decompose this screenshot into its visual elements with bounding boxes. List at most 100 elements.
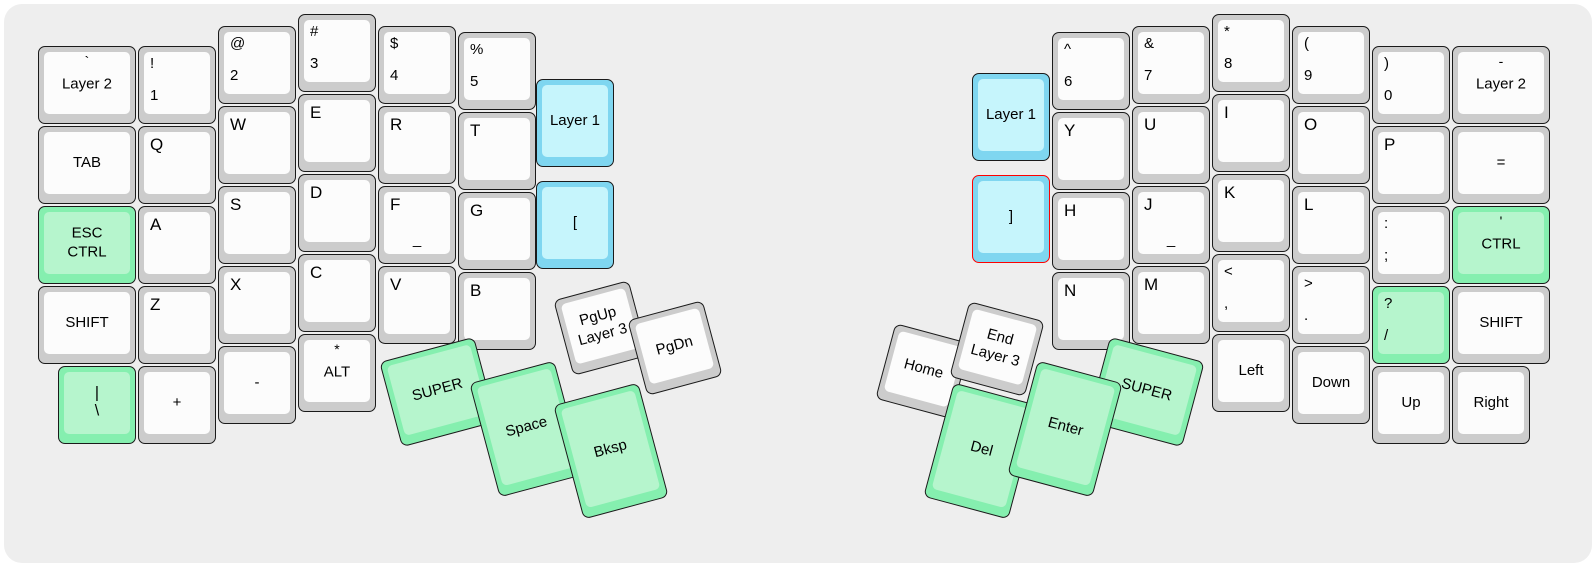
key-l-d[interactable]: D [298, 174, 376, 252]
key-r-6[interactable]: ^6 [1052, 32, 1130, 110]
key-l-plus[interactable]: + [138, 366, 216, 444]
key-legend: Q [150, 135, 164, 154]
key-legend: _ [1166, 231, 1176, 249]
key-l-2[interactable]: @2 [218, 26, 296, 104]
key-legend: Layer 1 [549, 112, 601, 130]
key-legend: 7 [1144, 67, 1153, 84]
key-r-rbracket[interactable]: ] [972, 175, 1050, 263]
key-cap: Q [144, 132, 210, 194]
key-l-x[interactable]: X [218, 266, 296, 344]
key-r-y[interactable]: Y [1052, 112, 1130, 190]
key-l-w[interactable]: W [218, 106, 296, 184]
key-legend: > [1304, 275, 1313, 292]
key-l-lbracket[interactable]: [ [536, 181, 614, 269]
key-legend: ( [1304, 35, 1309, 52]
key-cap: `Layer 2 [44, 52, 130, 114]
key-legend: $ [390, 35, 399, 52]
key-r-left[interactable]: Left [1212, 334, 1290, 412]
key-l-b[interactable]: B [458, 272, 536, 350]
key-legend: - [254, 374, 260, 392]
key-l-c[interactable]: C [298, 254, 376, 332]
key-r-lt-comma[interactable]: <, [1212, 254, 1290, 332]
key-l-pipe-backslash[interactable]: | \ [58, 366, 136, 444]
key-r-shift[interactable]: SHIFT [1452, 286, 1550, 364]
key-l-t[interactable]: T [458, 112, 536, 190]
key-legend: Layer 1 [985, 106, 1037, 124]
key-legend: < [1224, 263, 1233, 280]
key-r-n[interactable]: N [1052, 272, 1130, 350]
key-legend: Del [968, 437, 995, 460]
key-legend: F [390, 195, 401, 214]
key-r-8[interactable]: *8 [1212, 14, 1290, 92]
key-cap: ?/ [1378, 292, 1444, 354]
key-l-f[interactable]: F_ [378, 186, 456, 264]
key-cap: &7 [1138, 32, 1204, 94]
key-legend: Down [1311, 374, 1351, 392]
key-r-u[interactable]: U [1132, 106, 1210, 184]
key-r-gt-period[interactable]: >. [1292, 266, 1370, 344]
key-legend: Z [150, 295, 161, 314]
key-l-s[interactable]: S [218, 186, 296, 264]
key-cap: ^6 [1058, 38, 1124, 100]
key-legend: 0 [1384, 87, 1393, 104]
key-legend: PgUp Layer 3 [576, 303, 630, 349]
key-legend: J [1144, 195, 1153, 214]
key-r-0[interactable]: )0 [1372, 46, 1450, 124]
key-l-layer1[interactable]: Layer 1 [536, 79, 614, 167]
key-r-right[interactable]: Right [1452, 366, 1530, 444]
key-r-o[interactable]: O [1292, 106, 1370, 184]
key-r-i[interactable]: I [1212, 94, 1290, 172]
key-l-4[interactable]: $4 [378, 26, 456, 104]
key-l-5[interactable]: %5 [458, 32, 536, 110]
key-r-7[interactable]: &7 [1132, 26, 1210, 104]
key-l-star-alt[interactable]: *ALT [298, 334, 376, 412]
key-legend: I [1224, 103, 1229, 122]
key-l-a[interactable]: A [138, 206, 216, 284]
key-r-k[interactable]: K [1212, 174, 1290, 252]
key-l-v[interactable]: V [378, 266, 456, 344]
key-cap: Layer 1 [978, 79, 1044, 151]
key-r-down[interactable]: Down [1292, 346, 1370, 424]
key-r-minus-layer2[interactable]: -Layer 2 [1452, 46, 1550, 124]
key-r-m[interactable]: M [1132, 266, 1210, 344]
key-legend: T [470, 121, 481, 140]
key-cap: End Layer 3 [957, 308, 1038, 386]
key-l-shift[interactable]: SHIFT [38, 286, 136, 364]
key-legend: R [390, 115, 403, 134]
key-l-grave-layer2[interactable]: `Layer 2 [38, 46, 136, 124]
key-legend: W [230, 115, 247, 134]
key-l-1[interactable]: !1 [138, 46, 216, 124]
key-legend: 4 [390, 67, 399, 84]
key-legend: & [1144, 35, 1155, 52]
key-r-h[interactable]: H [1052, 192, 1130, 270]
key-r-up[interactable]: Up [1372, 366, 1450, 444]
key-l-3[interactable]: #3 [298, 14, 376, 92]
key-cap: Up [1378, 372, 1444, 434]
key-r-l[interactable]: L [1292, 186, 1370, 264]
key-l-q[interactable]: Q [138, 126, 216, 204]
key-r-9[interactable]: (9 [1292, 26, 1370, 104]
key-l-minus[interactable]: - [218, 346, 296, 424]
key-r-p[interactable]: P [1372, 126, 1450, 204]
key-r-layer1[interactable]: Layer 1 [972, 73, 1050, 161]
key-r-equals[interactable]: = [1452, 126, 1550, 204]
key-r-quote-ctrl[interactable]: 'CTRL [1452, 206, 1550, 284]
key-cap: )0 [1378, 52, 1444, 114]
key-r-question-slash[interactable]: ?/ [1372, 286, 1450, 364]
key-r-j[interactable]: J_ [1132, 186, 1210, 264]
key-legend: = [1496, 154, 1506, 172]
key-l-tab[interactable]: TAB [38, 126, 136, 204]
key-r-colon-semicolon[interactable]: :; [1372, 206, 1450, 284]
key-cap: P [1378, 132, 1444, 194]
key-l-esc-ctrl[interactable]: ESC CTRL [38, 206, 136, 284]
key-l-z[interactable]: Z [138, 286, 216, 364]
key-legend: 6 [1064, 73, 1073, 90]
key-l-r[interactable]: R [378, 106, 456, 184]
key-l-e[interactable]: E [298, 94, 376, 172]
key-legend: O [1304, 115, 1318, 134]
key-l-g[interactable]: G [458, 192, 536, 270]
key-cap: :; [1378, 212, 1444, 274]
key-legend: % [470, 41, 484, 58]
key-legend: 8 [1224, 55, 1233, 72]
key-legend: 5 [470, 73, 479, 90]
